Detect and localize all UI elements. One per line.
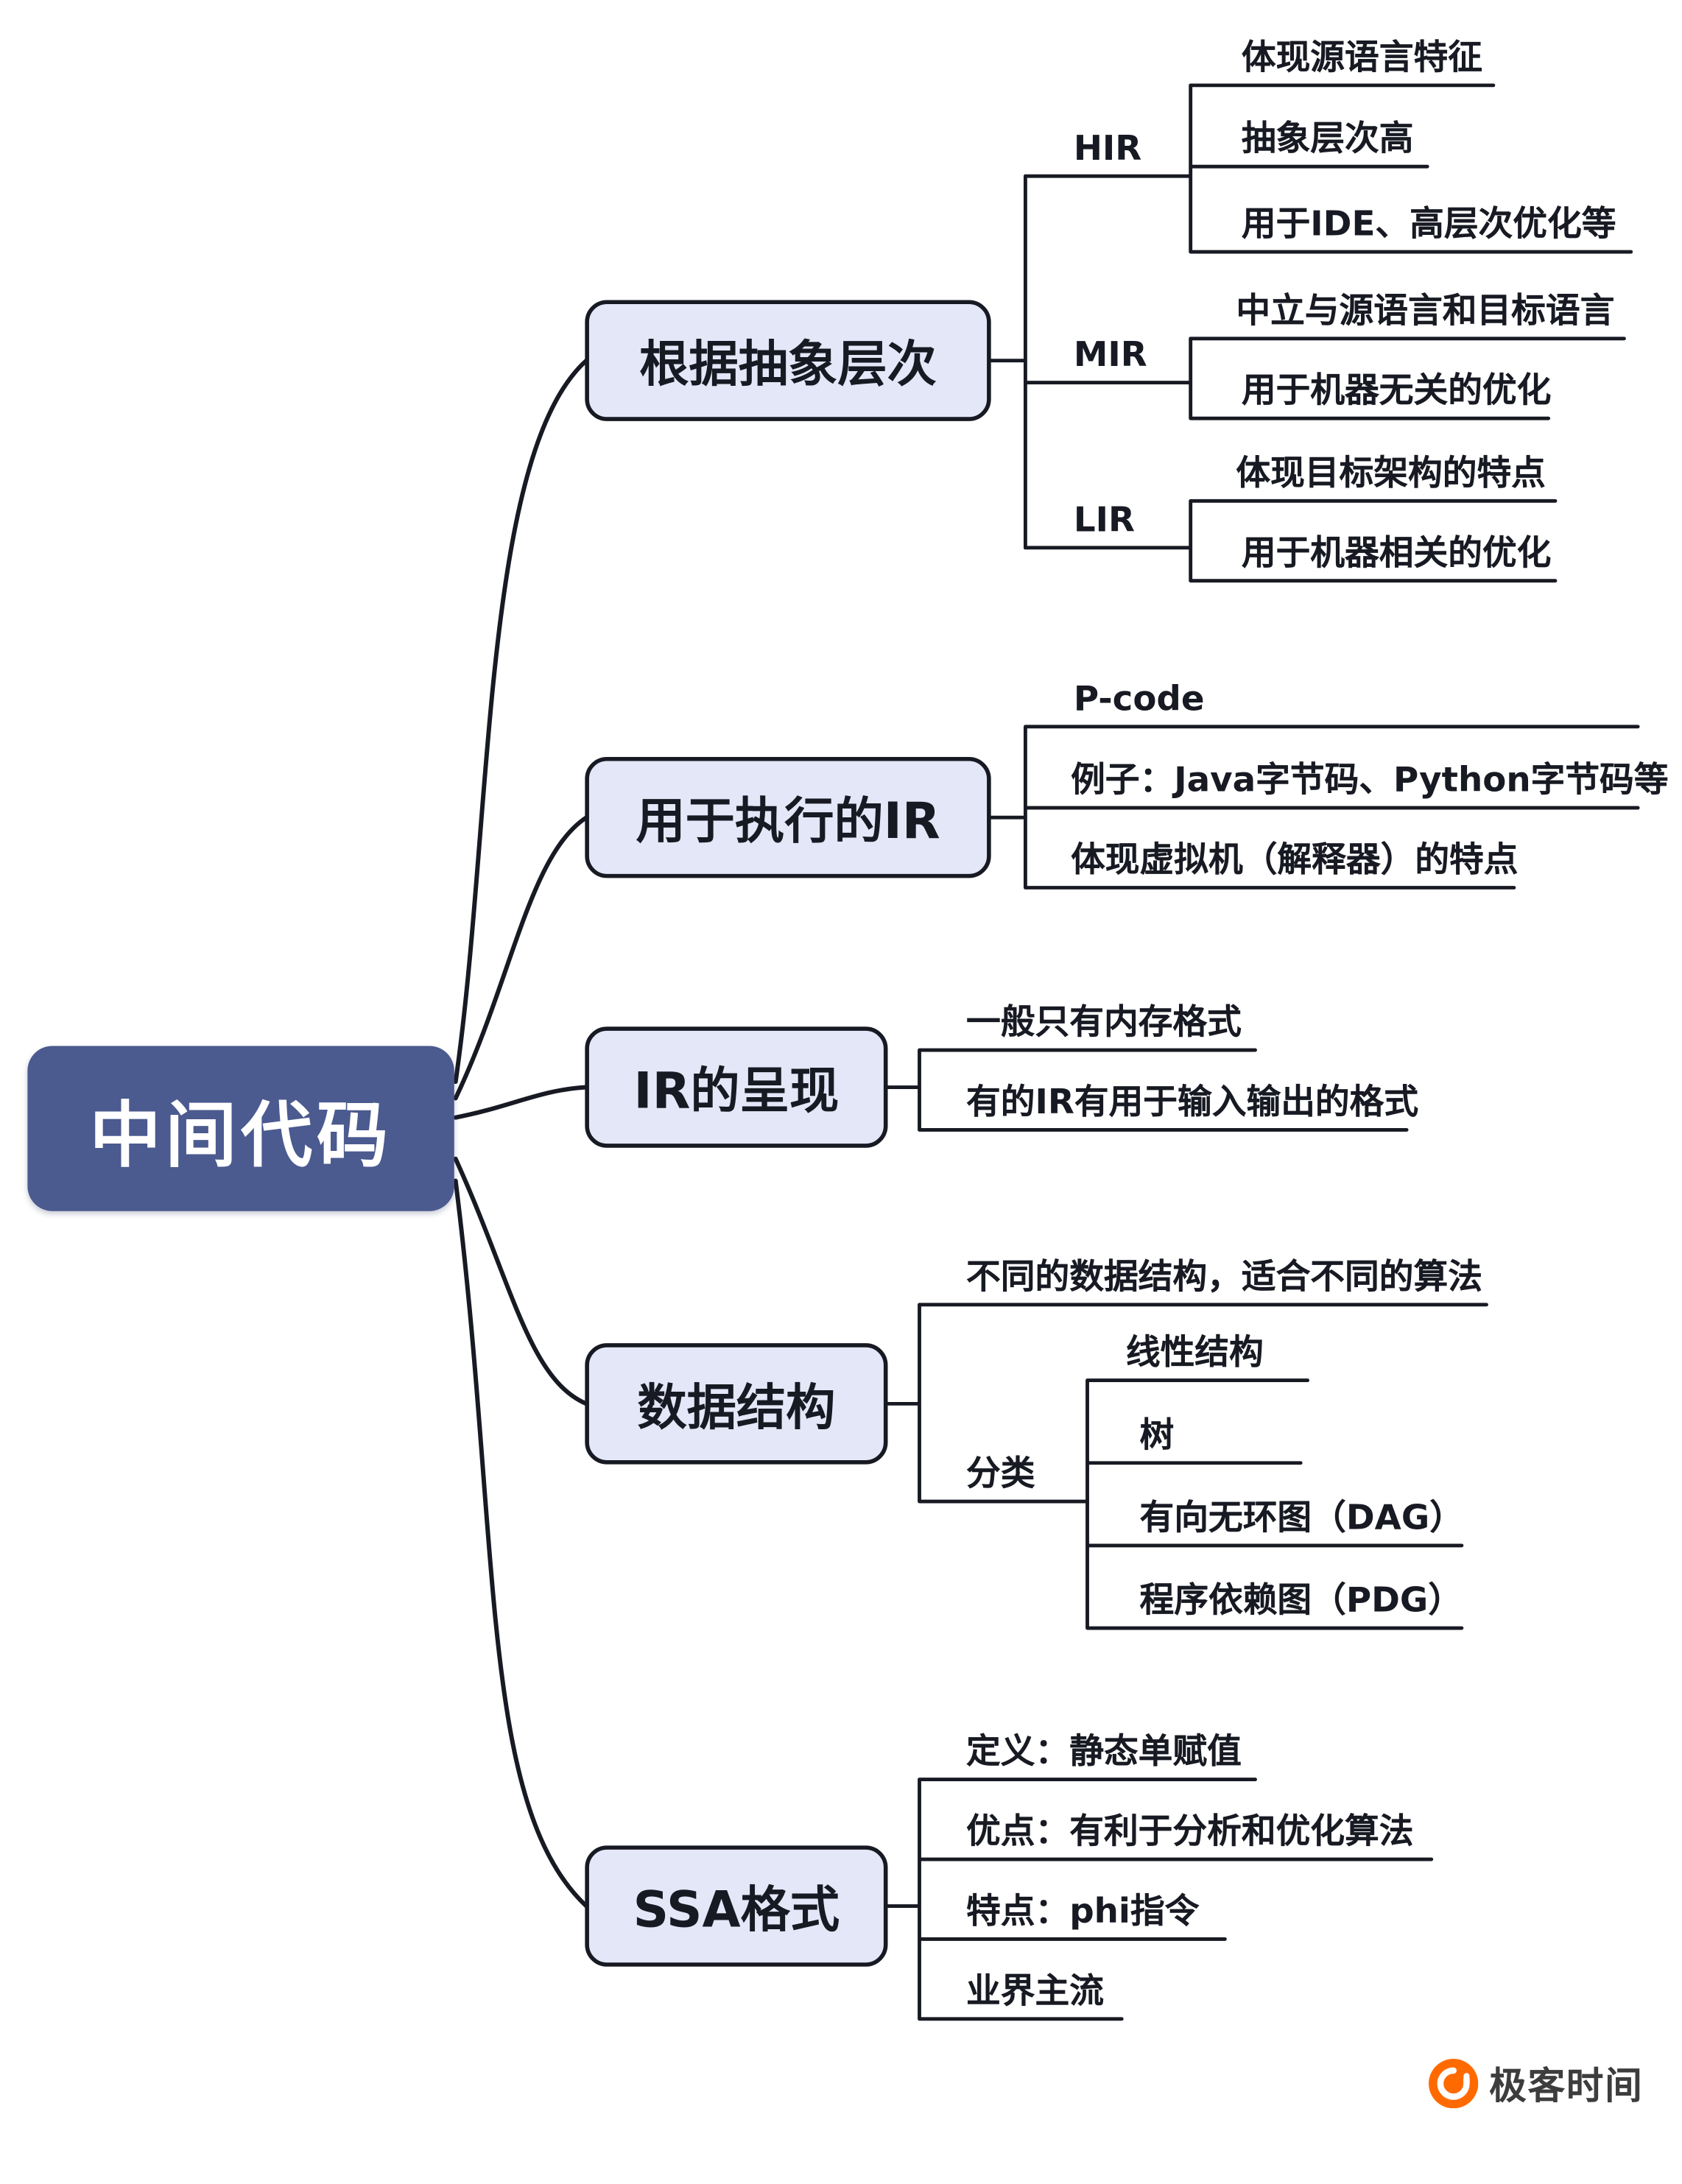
branch-node-ssa-format: SSA格式: [585, 1845, 888, 1967]
leaf-pcode: P-code: [1073, 678, 1205, 719]
geektime-logo: 极客时间: [1429, 2056, 1644, 2110]
leaf-lir-1: 体现目标架构的特点: [1236, 452, 1546, 493]
leaf-ssa-phi: 特点：phi指令: [966, 1891, 1200, 1931]
branch-label: IR的呈现: [633, 1063, 840, 1121]
branch-node-abstraction-levels: 根据抽象层次: [585, 300, 991, 421]
geektime-logo-icon: [1429, 2058, 1479, 2108]
subnode-mir: MIR: [1073, 334, 1147, 375]
leaf-mir-2: 用于机器无关的优化: [1241, 370, 1552, 410]
branch-label: SSA格式: [633, 1882, 840, 1940]
leaf-tree: 树: [1139, 1415, 1175, 1455]
branch1-lines: [989, 83, 1633, 583]
leaf-ssa-mainstream: 业界主流: [966, 1970, 1104, 2011]
geektime-logo-text: 极客时间: [1489, 2065, 1644, 2109]
leaf-vm-feature: 体现虚拟机（解释器）的特点: [1071, 839, 1519, 880]
leaf-ssa-advantage: 优点：有利于分析和优化算法: [966, 1811, 1414, 1851]
leaf-lir-2: 用于机器相关的优化: [1241, 532, 1552, 573]
leaf-pdg: 程序依赖图（PDG）: [1139, 1579, 1463, 1620]
leaf-hir-3: 用于IDE、高层次优化等: [1241, 203, 1616, 244]
root-branch-curves: [453, 358, 589, 1909]
leaf-hir-2: 抽象层次高: [1241, 118, 1414, 158]
subnode-lir: LIR: [1073, 499, 1135, 540]
subnode-category: 分类: [966, 1453, 1035, 1493]
leaf-hir-1: 体现源语言特征: [1241, 37, 1482, 77]
branch5-lines: [886, 1778, 1434, 2021]
leaf-memory-format: 一般只有内存格式: [966, 1001, 1242, 1042]
root-node: 中间代码: [27, 1046, 454, 1211]
branch2-lines: [989, 725, 1640, 890]
branch-label: 用于执行的IR: [636, 794, 940, 851]
branch3-lines: [886, 1048, 1409, 1132]
branch-node-ir-presentation: IR的呈现: [585, 1026, 888, 1148]
branch-label: 根据抽象层次: [639, 337, 937, 394]
subnode-hir: HIR: [1073, 127, 1142, 169]
branch-label: 数据结构: [637, 1380, 836, 1437]
leaf-linear: 线性结构: [1125, 1332, 1264, 1373]
leaf-bytecode: 例子：Java字节码、Python字节码等: [1071, 759, 1669, 800]
root-label: 中间代码: [89, 1094, 393, 1177]
leaf-dag: 有向无环图（DAG）: [1139, 1497, 1464, 1537]
leaf-io-format: 有的IR有用于输入输出的格式: [966, 1082, 1419, 1122]
branch-node-executable-ir: 用于执行的IR: [585, 756, 991, 878]
branch-node-data-structure: 数据结构: [585, 1343, 888, 1465]
leaf-mir-1: 中立与源语言和目标语言: [1236, 290, 1615, 331]
branch4-lines: [886, 1303, 1488, 1630]
leaf-ds-intro: 不同的数据结构，适合不同的算法: [966, 1256, 1482, 1297]
leaf-ssa-def: 定义：静态单赋值: [966, 1731, 1242, 1772]
